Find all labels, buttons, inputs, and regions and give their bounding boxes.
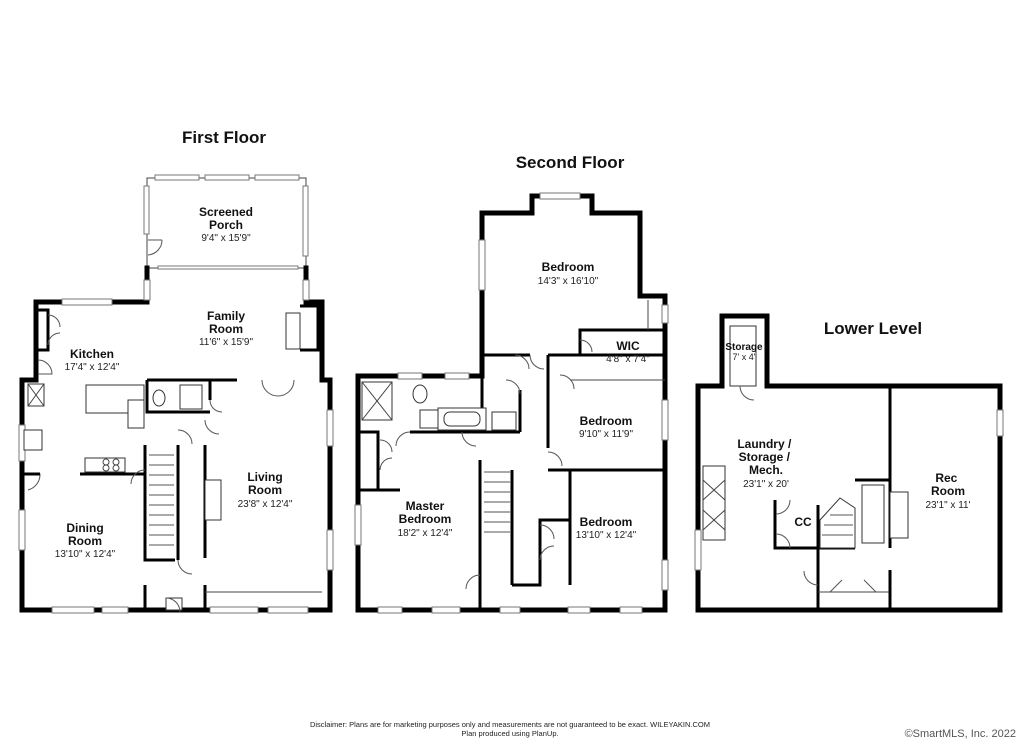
room-storage: Storage 7' x 4' — [725, 342, 763, 362]
lower-level-title: Lower Level — [824, 319, 922, 338]
svg-text:17'4" x 12'4": 17'4" x 12'4" — [65, 362, 120, 373]
svg-text:Kitchen: Kitchen — [70, 347, 114, 361]
svg-text:Bedroom: Bedroom — [542, 260, 595, 274]
svg-text:4'8" x 7'4": 4'8" x 7'4" — [606, 354, 650, 365]
svg-text:Bedroom: Bedroom — [580, 414, 633, 428]
svg-text:7' x 4': 7' x 4' — [733, 352, 756, 362]
svg-text:18'2" x 12'4": 18'2" x 12'4" — [398, 528, 453, 539]
disclaimer-line-2: Plan produced using PlanUp. — [461, 729, 559, 738]
svg-text:WIC: WIC — [616, 339, 640, 353]
disclaimer-line-1: Disclaimer: Plans are for marketing purp… — [309, 720, 711, 729]
room-bedroom-upper: Bedroom 14'3" x 16'10" — [538, 260, 599, 287]
room-laundry-storage-mech: Laundry / Storage / Mech. 23'1" x 20' — [737, 437, 794, 490]
first-floor-title: First Floor — [182, 128, 266, 147]
svg-text:9'10" x 11'9": 9'10" x 11'9" — [579, 429, 634, 440]
copyright-notice: ©SmartMLS, Inc. 2022 — [904, 728, 1016, 740]
first-floor-exterior-wall — [19, 265, 333, 613]
svg-text:23'1" x 11': 23'1" x 11' — [926, 500, 971, 511]
svg-text:23'1" x 20': 23'1" x 20' — [743, 479, 789, 490]
lower-level-exterior-wall — [695, 313, 1003, 613]
svg-text:23'8" x 12'4": 23'8" x 12'4" — [238, 499, 293, 510]
lower-level-stairs — [819, 497, 856, 549]
first-floor: First Floor — [18, 128, 334, 614]
room-rec-room: Rec Room 23'1" x 11' — [926, 471, 971, 511]
first-floor-stairs — [149, 454, 174, 546]
room-wic: WIC 4'8" x 7'4" — [606, 339, 650, 365]
room-cc: CC — [794, 515, 812, 529]
svg-text:Bedroom: Bedroom — [580, 515, 633, 529]
second-floor-title: Second Floor — [516, 153, 625, 172]
lower-level: Lower Level Storage 7' x 4' — [694, 313, 1004, 613]
room-bedroom-lower: Bedroom 13'10" x 12'4" — [576, 515, 637, 541]
svg-text:11'6" x 15'9": 11'6" x 15'9" — [199, 337, 254, 348]
svg-text:Storage: Storage — [725, 342, 763, 353]
room-kitchen: Kitchen 17'4" x 12'4" — [65, 347, 120, 373]
second-floor-exterior-wall — [355, 193, 668, 613]
screened-porch — [143, 174, 309, 270]
second-floor-stairs — [484, 471, 510, 533]
disclaimer: Disclaimer: Plans are for marketing purp… — [180, 720, 840, 738]
room-bedroom-middle: Bedroom 9'10" x 11'9" — [579, 414, 634, 440]
second-floor: Second Floor — [354, 153, 669, 614]
svg-text:14'3" x 16'10": 14'3" x 16'10" — [538, 276, 599, 287]
svg-text:Rec Room: Rec Room — [931, 471, 965, 498]
svg-text:13'10" x 12'4": 13'10" x 12'4" — [55, 549, 116, 560]
svg-text:Laundry / Storage /: Laundry / Storage / Mech. — [737, 437, 794, 477]
svg-text:CC: CC — [794, 515, 812, 529]
svg-text:13'10" x 12'4": 13'10" x 12'4" — [576, 530, 637, 541]
svg-text:9'4" x 15'9": 9'4" x 15'9" — [201, 233, 251, 244]
